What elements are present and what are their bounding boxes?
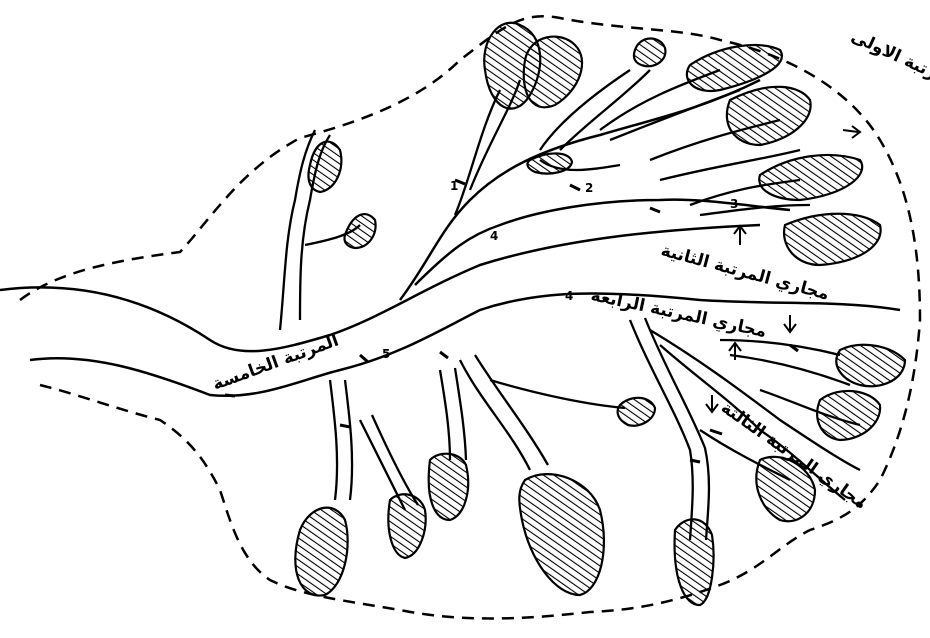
stream-number: 2 <box>585 181 593 195</box>
first-order-basins <box>295 23 905 605</box>
stream-number: 5 <box>382 347 390 361</box>
label-order4: مجاري المرتبة الرابعة <box>589 285 768 342</box>
stream-number: 3 <box>730 197 738 211</box>
label-order5: المرتبة الخامسة <box>210 331 342 395</box>
stream-number: 4 <box>490 229 498 243</box>
label-order1: مجاري المرتبة الاولى <box>848 26 930 119</box>
stream-number: 4 <box>565 289 573 303</box>
stream-number: 1 <box>450 179 458 193</box>
main-channel-order5 <box>0 225 900 396</box>
